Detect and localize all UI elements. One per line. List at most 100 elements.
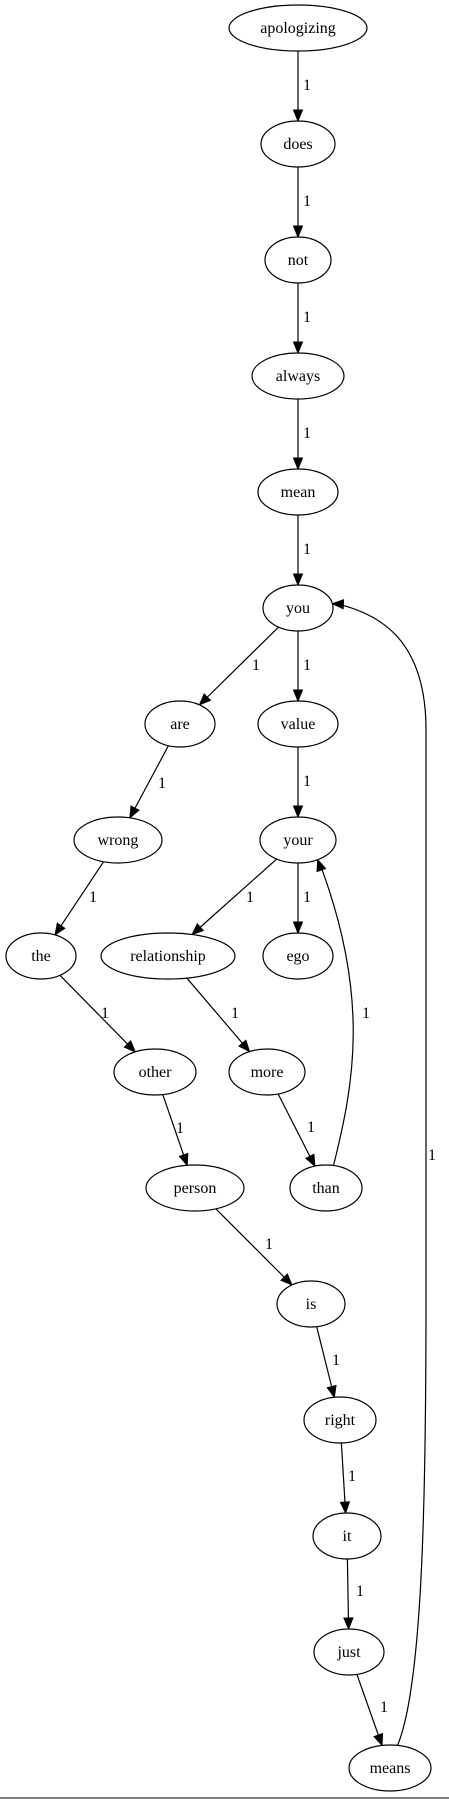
- arrowhead-icon: [292, 225, 304, 239]
- node-label: just: [336, 1644, 361, 1661]
- node-relationship: relationship: [100, 932, 236, 980]
- edge-right-to-it: 1: [339, 1442, 356, 1515]
- edge-weight-label: 1: [303, 889, 311, 906]
- node-label: the: [31, 948, 51, 965]
- arrowhead-icon: [292, 457, 304, 471]
- node-label: relationship: [130, 948, 206, 965]
- node-ellipse: [348, 1744, 432, 1792]
- arrowhead-icon: [292, 109, 304, 123]
- node-ellipse: [100, 932, 236, 980]
- arrowhead-icon: [331, 599, 345, 610]
- node-label: are: [170, 716, 190, 733]
- node-ellipse: [276, 1280, 346, 1328]
- edge-are-to-wrong: 1: [129, 745, 169, 820]
- edge-weight-label: 1: [265, 1236, 273, 1253]
- arrowhead-icon: [54, 922, 66, 937]
- node-ellipse: [251, 352, 345, 400]
- edge-weight-label: 1: [303, 77, 311, 94]
- node-ellipse: [262, 932, 334, 980]
- edge-line: [215, 1208, 286, 1279]
- node-label: wrong: [98, 832, 139, 849]
- edge-wrong-to-the: 1: [54, 861, 105, 937]
- edge-weight-label: 1: [246, 889, 254, 906]
- node-ellipse: [260, 120, 336, 168]
- edge-your-to-ego: 1: [292, 863, 311, 935]
- edge-weight-label: 1: [356, 1583, 364, 1600]
- node-ellipse: [257, 700, 339, 748]
- edge-weight-label: 1: [101, 1005, 109, 1022]
- edge-weight-label: 1: [89, 889, 97, 906]
- edge-more-to-than: 1: [277, 1093, 316, 1168]
- edge-line: [199, 858, 278, 929]
- node-label: means: [370, 1760, 411, 1777]
- node-value: value: [257, 700, 339, 748]
- edge-line: [356, 1674, 380, 1737]
- node-ellipse: [5, 932, 77, 980]
- node-apologizing: apologizing: [228, 4, 368, 52]
- edge-always-to-mean: 1: [292, 399, 311, 471]
- node-more: more: [228, 1048, 306, 1096]
- node-person: person: [145, 1164, 245, 1212]
- node-ellipse: [73, 816, 163, 864]
- edge-value-to-your: 1: [292, 747, 311, 819]
- arrowhead-icon: [304, 1153, 316, 1168]
- arrowhead-icon: [316, 858, 327, 873]
- node-your: your: [259, 816, 337, 864]
- arrowhead-icon: [292, 805, 304, 819]
- node-ellipse: [145, 1164, 245, 1212]
- arrowhead-icon: [292, 573, 304, 587]
- node-label: ego: [286, 948, 309, 965]
- edge-line: [321, 868, 354, 1166]
- edge-your-to-relationship: 1: [191, 858, 278, 936]
- node-label: apologizing: [260, 20, 336, 37]
- node-label: other: [139, 1064, 173, 1081]
- node-ellipse: [262, 584, 334, 632]
- edge-line: [340, 1442, 346, 1504]
- node-ellipse: [259, 816, 337, 864]
- edge-line: [206, 626, 279, 699]
- edge-weight-label: 1: [303, 773, 311, 790]
- node-ellipse: [313, 1628, 385, 1676]
- edge-is-to-right: 1: [316, 1326, 340, 1399]
- edge-means-to-you: 1: [331, 599, 436, 1746]
- arrowhead-icon: [191, 922, 205, 936]
- edge-line: [186, 977, 244, 1045]
- node-ellipse: [312, 1512, 382, 1560]
- node-label: than: [312, 1180, 340, 1197]
- arrowhead-icon: [292, 921, 304, 935]
- edge-line: [277, 1093, 311, 1158]
- arrowhead-icon: [198, 693, 212, 706]
- edge-weight-label: 1: [303, 425, 311, 442]
- arrowhead-icon: [280, 1273, 293, 1286]
- edge-weight-label: 1: [158, 775, 166, 792]
- node-wrong: wrong: [73, 816, 163, 864]
- edge-weight-label: 1: [362, 1005, 370, 1022]
- node-ellipse: [228, 4, 368, 52]
- edge-you-to-are: 1: [198, 626, 279, 706]
- edge-weight-label: 1: [307, 1119, 315, 1136]
- node-ellipse: [257, 468, 339, 516]
- edge-weight-label: 1: [428, 1147, 436, 1164]
- node-the: the: [5, 932, 77, 980]
- edge-line: [59, 974, 129, 1046]
- arrowhead-icon: [238, 1039, 251, 1053]
- edge-apologizing-to-does: 1: [292, 51, 311, 123]
- node-label: it: [343, 1528, 352, 1545]
- edge-relationship-to-more: 1: [186, 977, 251, 1053]
- node-label: not: [288, 252, 309, 269]
- arrowhead-icon: [129, 805, 140, 820]
- node-ellipse: [303, 1396, 377, 1444]
- edge-weight-label: 1: [303, 657, 311, 674]
- edge-the-to-other: 1: [59, 974, 137, 1053]
- node-than: than: [289, 1164, 363, 1212]
- node-label: mean: [281, 484, 316, 501]
- node-ellipse: [289, 1164, 363, 1212]
- edge-weight-label: 1: [303, 541, 311, 558]
- edge-does-to-not: 1: [292, 167, 311, 239]
- edge-weight-label: 1: [231, 1005, 239, 1022]
- node-ellipse: [144, 700, 216, 748]
- node-label: more: [251, 1064, 284, 1081]
